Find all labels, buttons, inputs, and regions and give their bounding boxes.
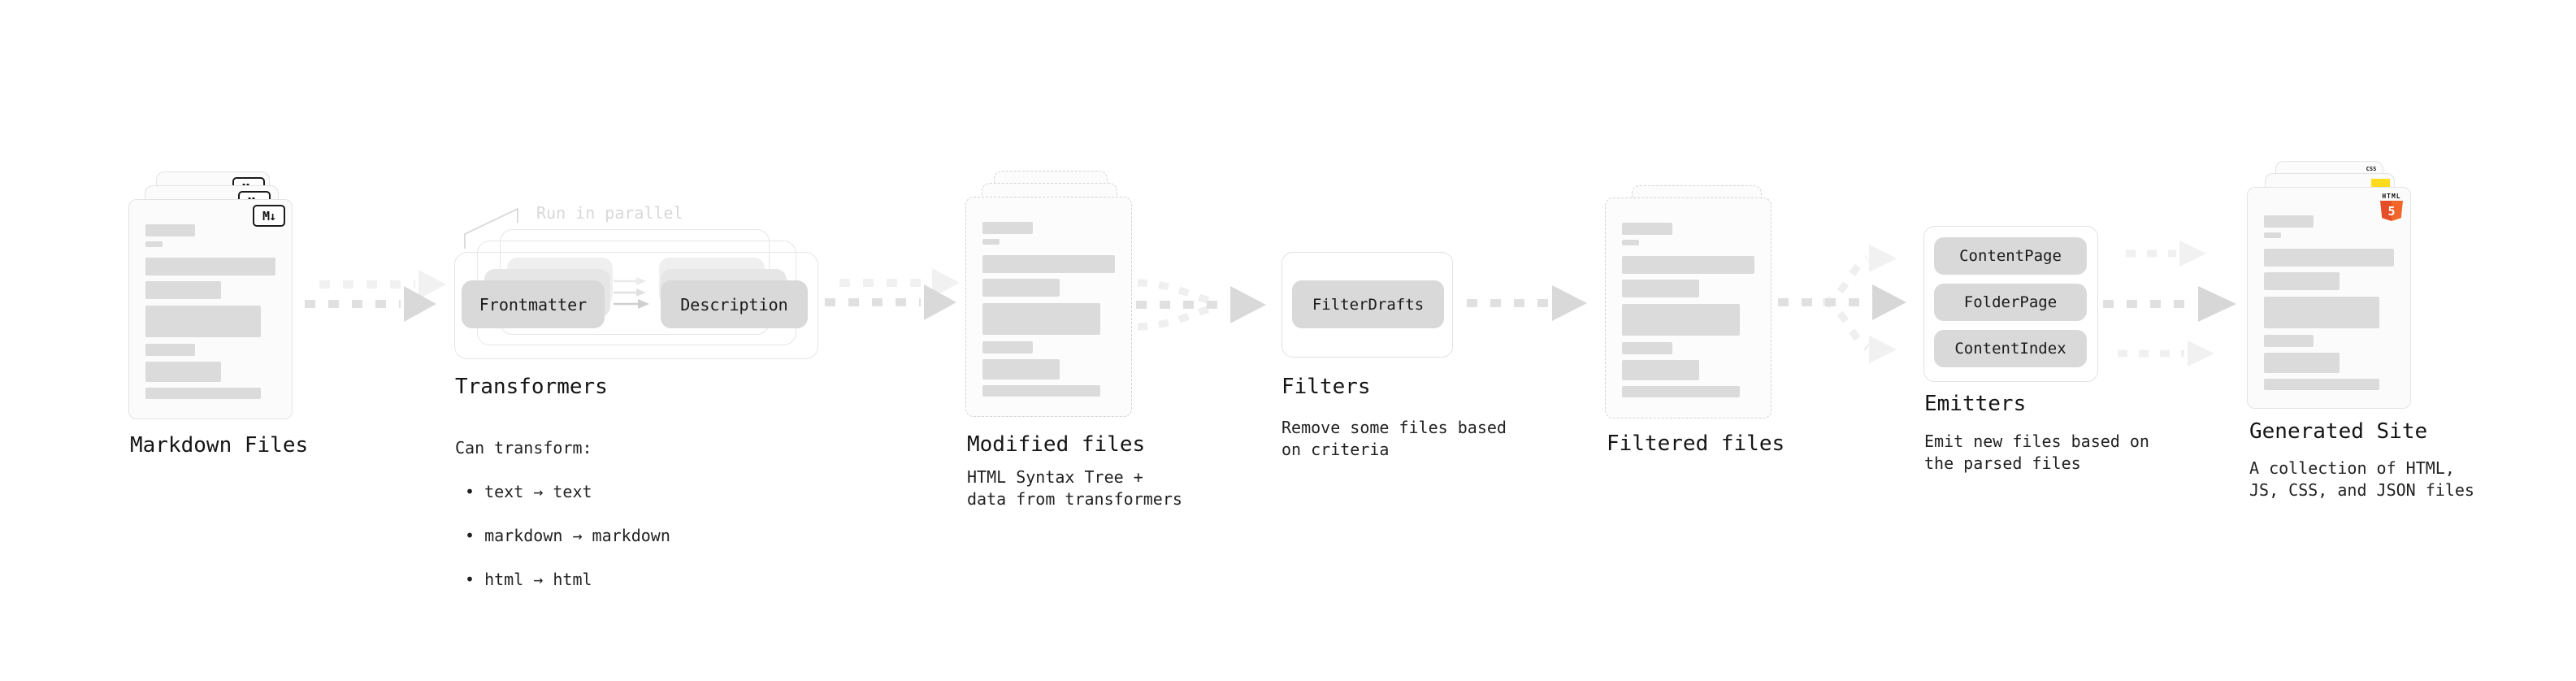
document-skeleton — [982, 222, 1115, 397]
html5-shield-icon: 5 — [2380, 201, 2403, 221]
transformers-desc-heading: Can transform: — [455, 438, 592, 458]
skeleton-line — [2264, 232, 2281, 238]
run-in-parallel-leader-line-icon — [464, 207, 518, 249]
markdown-icon: M↓ — [253, 205, 285, 227]
skeleton-line — [982, 359, 1060, 380]
skeleton-line — [2264, 272, 2340, 290]
filtered-doc-front — [1605, 197, 1772, 419]
emitters-description: Emit new files based on the parsed files — [1924, 432, 2149, 473]
modified-doc-front — [965, 197, 1132, 417]
arrow-modified-to-filters-merge-icon — [1136, 279, 1266, 331]
contentpage-pill: ContentPage — [1934, 237, 2087, 275]
html5-label: HTML — [2382, 193, 2401, 200]
skeleton-line — [2264, 335, 2314, 347]
skeleton-line — [145, 241, 163, 247]
transformer-box-front — [454, 252, 818, 359]
skeleton-line — [982, 341, 1033, 354]
filterdrafts-pill: FilterDrafts — [1292, 280, 1444, 328]
skeleton-line — [1622, 386, 1741, 397]
skeleton-line — [982, 303, 1101, 335]
js-icon — [2371, 179, 2390, 188]
contentindex-pill: ContentIndex — [1934, 330, 2087, 367]
skeleton-line — [145, 306, 262, 337]
skeleton-line — [145, 362, 221, 382]
frontmatter-pill: Frontmatter — [462, 280, 605, 328]
arrow-emitters-to-generated-bottom-icon — [2118, 340, 2214, 367]
skeleton-line — [1622, 280, 1699, 297]
filters-description: Remove some files based on criteria — [1281, 418, 1507, 459]
css-label: CSS — [2366, 166, 2377, 172]
arrow-filters-to-filtered-icon — [1467, 285, 1587, 321]
pill-flow-arrows-icon — [614, 277, 649, 309]
skeleton-line — [145, 344, 195, 356]
skeleton-line — [145, 281, 221, 299]
skeleton-line — [2264, 215, 2314, 228]
stage-title-markdown-files: Markdown Files — [130, 433, 309, 458]
transformers-bullet: • html → html — [465, 570, 592, 589]
stage-title-generated-site: Generated Site — [2249, 419, 2428, 444]
html5-icon: HTML 5 — [2380, 193, 2403, 221]
skeleton-line — [145, 224, 195, 236]
arrow-markdown-to-transformers-ghost-icon — [319, 270, 446, 299]
arrow-markdown-to-transformers-icon — [305, 286, 436, 322]
skeleton-line — [2264, 249, 2394, 267]
skeleton-line — [982, 385, 1101, 397]
arrow-emitters-to-generated-top-icon — [2126, 241, 2206, 267]
stage-title-modified-files: Modified files — [967, 432, 1146, 457]
skeleton-line — [982, 222, 1033, 234]
skeleton-line — [2264, 379, 2380, 390]
skeleton-line — [145, 258, 275, 275]
skeleton-line — [1622, 360, 1699, 380]
skeleton-line — [1622, 223, 1672, 235]
skeleton-line — [1622, 256, 1754, 274]
skeleton-line — [145, 388, 262, 399]
arrow-transformers-to-modified-ghost-icon — [839, 268, 960, 297]
document-skeleton — [2264, 215, 2394, 390]
stage-title-filtered-files: Filtered files — [1607, 432, 1785, 456]
folderpage-pill: FolderPage — [1934, 284, 2087, 321]
skeleton-line — [2264, 297, 2380, 328]
skeleton-line — [982, 255, 1115, 273]
generated-site-description: A collection of HTML, JS, CSS, and JSON … — [2249, 458, 2474, 500]
arrow-transformers-to-modified-icon — [825, 284, 956, 320]
skeleton-line — [1622, 342, 1672, 354]
transformers-bullet: • markdown → markdown — [465, 526, 670, 545]
skeleton-line — [1622, 240, 1640, 245]
transformers-bullet: • text → text — [465, 482, 592, 501]
stage-title-emitters: Emitters — [1924, 392, 2027, 416]
document-skeleton — [1622, 223, 1754, 397]
skeleton-line — [982, 239, 1000, 245]
markdown-doc-front: M↓ — [128, 199, 293, 419]
stage-title-transformers: Transformers — [455, 375, 608, 399]
generated-doc-front: HTML 5 — [2247, 187, 2411, 409]
document-skeleton — [145, 224, 275, 399]
arrow-filtered-to-emitters-split-icon — [1778, 245, 1906, 363]
skeleton-line — [982, 279, 1060, 297]
description-pill: Description — [661, 280, 808, 328]
transformers-description: Can transform: • text → text • markdown … — [455, 415, 670, 613]
skeleton-line — [1622, 304, 1741, 336]
modified-files-description: HTML Syntax Tree + data from transformer… — [967, 467, 1182, 509]
run-in-parallel-annotation: Run in parallel — [536, 203, 683, 223]
arrow-emitters-to-generated-mid-icon — [2103, 286, 2236, 322]
skeleton-line — [2264, 353, 2340, 373]
stage-title-filters: Filters — [1281, 375, 1371, 399]
